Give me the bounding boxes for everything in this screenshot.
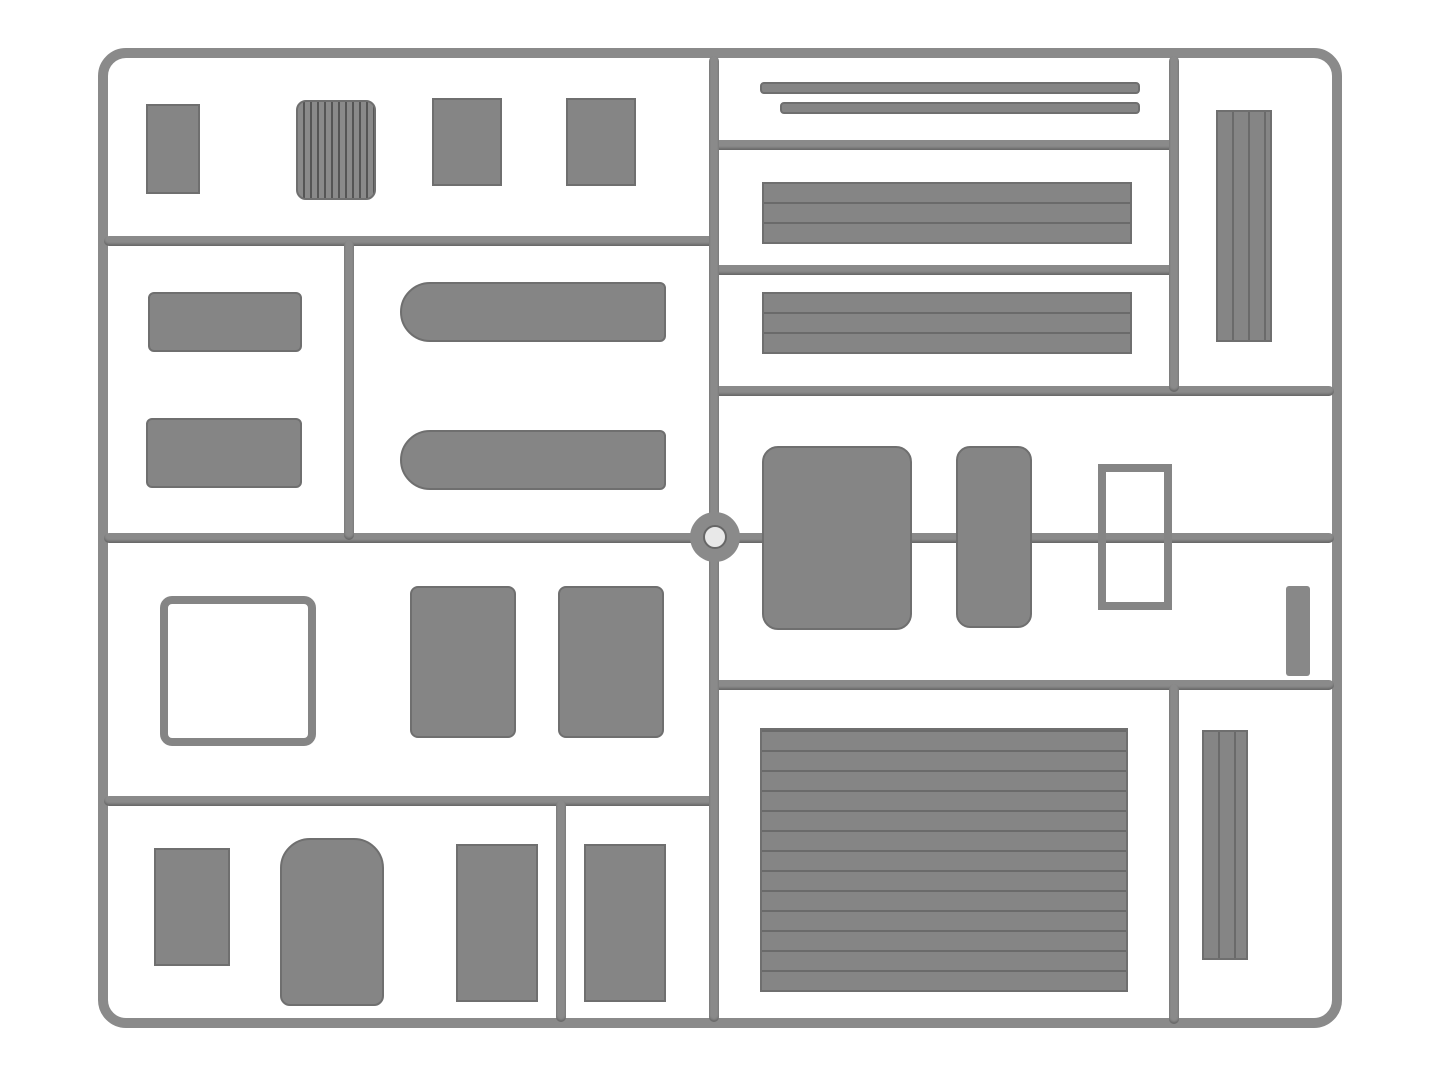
cab-front-frame: [160, 596, 316, 746]
rail-h-4: [714, 140, 1174, 150]
front-fender-upper: [400, 282, 666, 342]
cargo-floor: [760, 728, 1128, 992]
engine-hood-top: [280, 838, 384, 1006]
rail-h-7: [714, 680, 1334, 690]
cab-rear-wall: [762, 446, 912, 630]
dashboard-part: [146, 104, 200, 194]
cargo-side-board-1: [762, 182, 1132, 244]
cargo-side-board-2: [762, 292, 1132, 354]
sprue-hub: [690, 512, 740, 562]
cab-door-left: [410, 586, 516, 738]
seat-back: [146, 418, 302, 488]
cab-roof-panel: [956, 446, 1032, 628]
sprue-outer-frame: [98, 48, 1342, 1028]
sprue-logo-tab: [1286, 586, 1310, 676]
hood-side-panel-right: [584, 844, 666, 1002]
rail-v-5: [556, 800, 566, 1022]
tailgate-vertical: [1216, 110, 1272, 342]
radiator-grille: [296, 100, 376, 200]
door-panel-left-upper: [432, 98, 502, 186]
rail-h-5: [714, 265, 1174, 275]
seat-cushion: [148, 292, 302, 352]
rail-v-3: [1169, 56, 1179, 392]
rail-h-3: [104, 796, 714, 806]
rail-v-2: [344, 240, 354, 540]
windshield-frame: [1098, 464, 1172, 610]
long-rail-strips: [760, 82, 1140, 94]
rail-v-4: [1169, 684, 1179, 1024]
door-panel-right-upper: [566, 98, 636, 186]
hood-side-panel-left: [456, 844, 538, 1002]
rail-h-6: [714, 386, 1334, 396]
firewall-part: [154, 848, 230, 966]
tailgate-small: [1202, 730, 1248, 960]
sprue-logo-text: ICM: [0, 0, 1, 1]
cab-door-right: [558, 586, 664, 738]
long-rail-strips-2: [780, 102, 1140, 114]
front-fender-lower: [400, 430, 666, 490]
rail-h-1: [104, 236, 714, 246]
